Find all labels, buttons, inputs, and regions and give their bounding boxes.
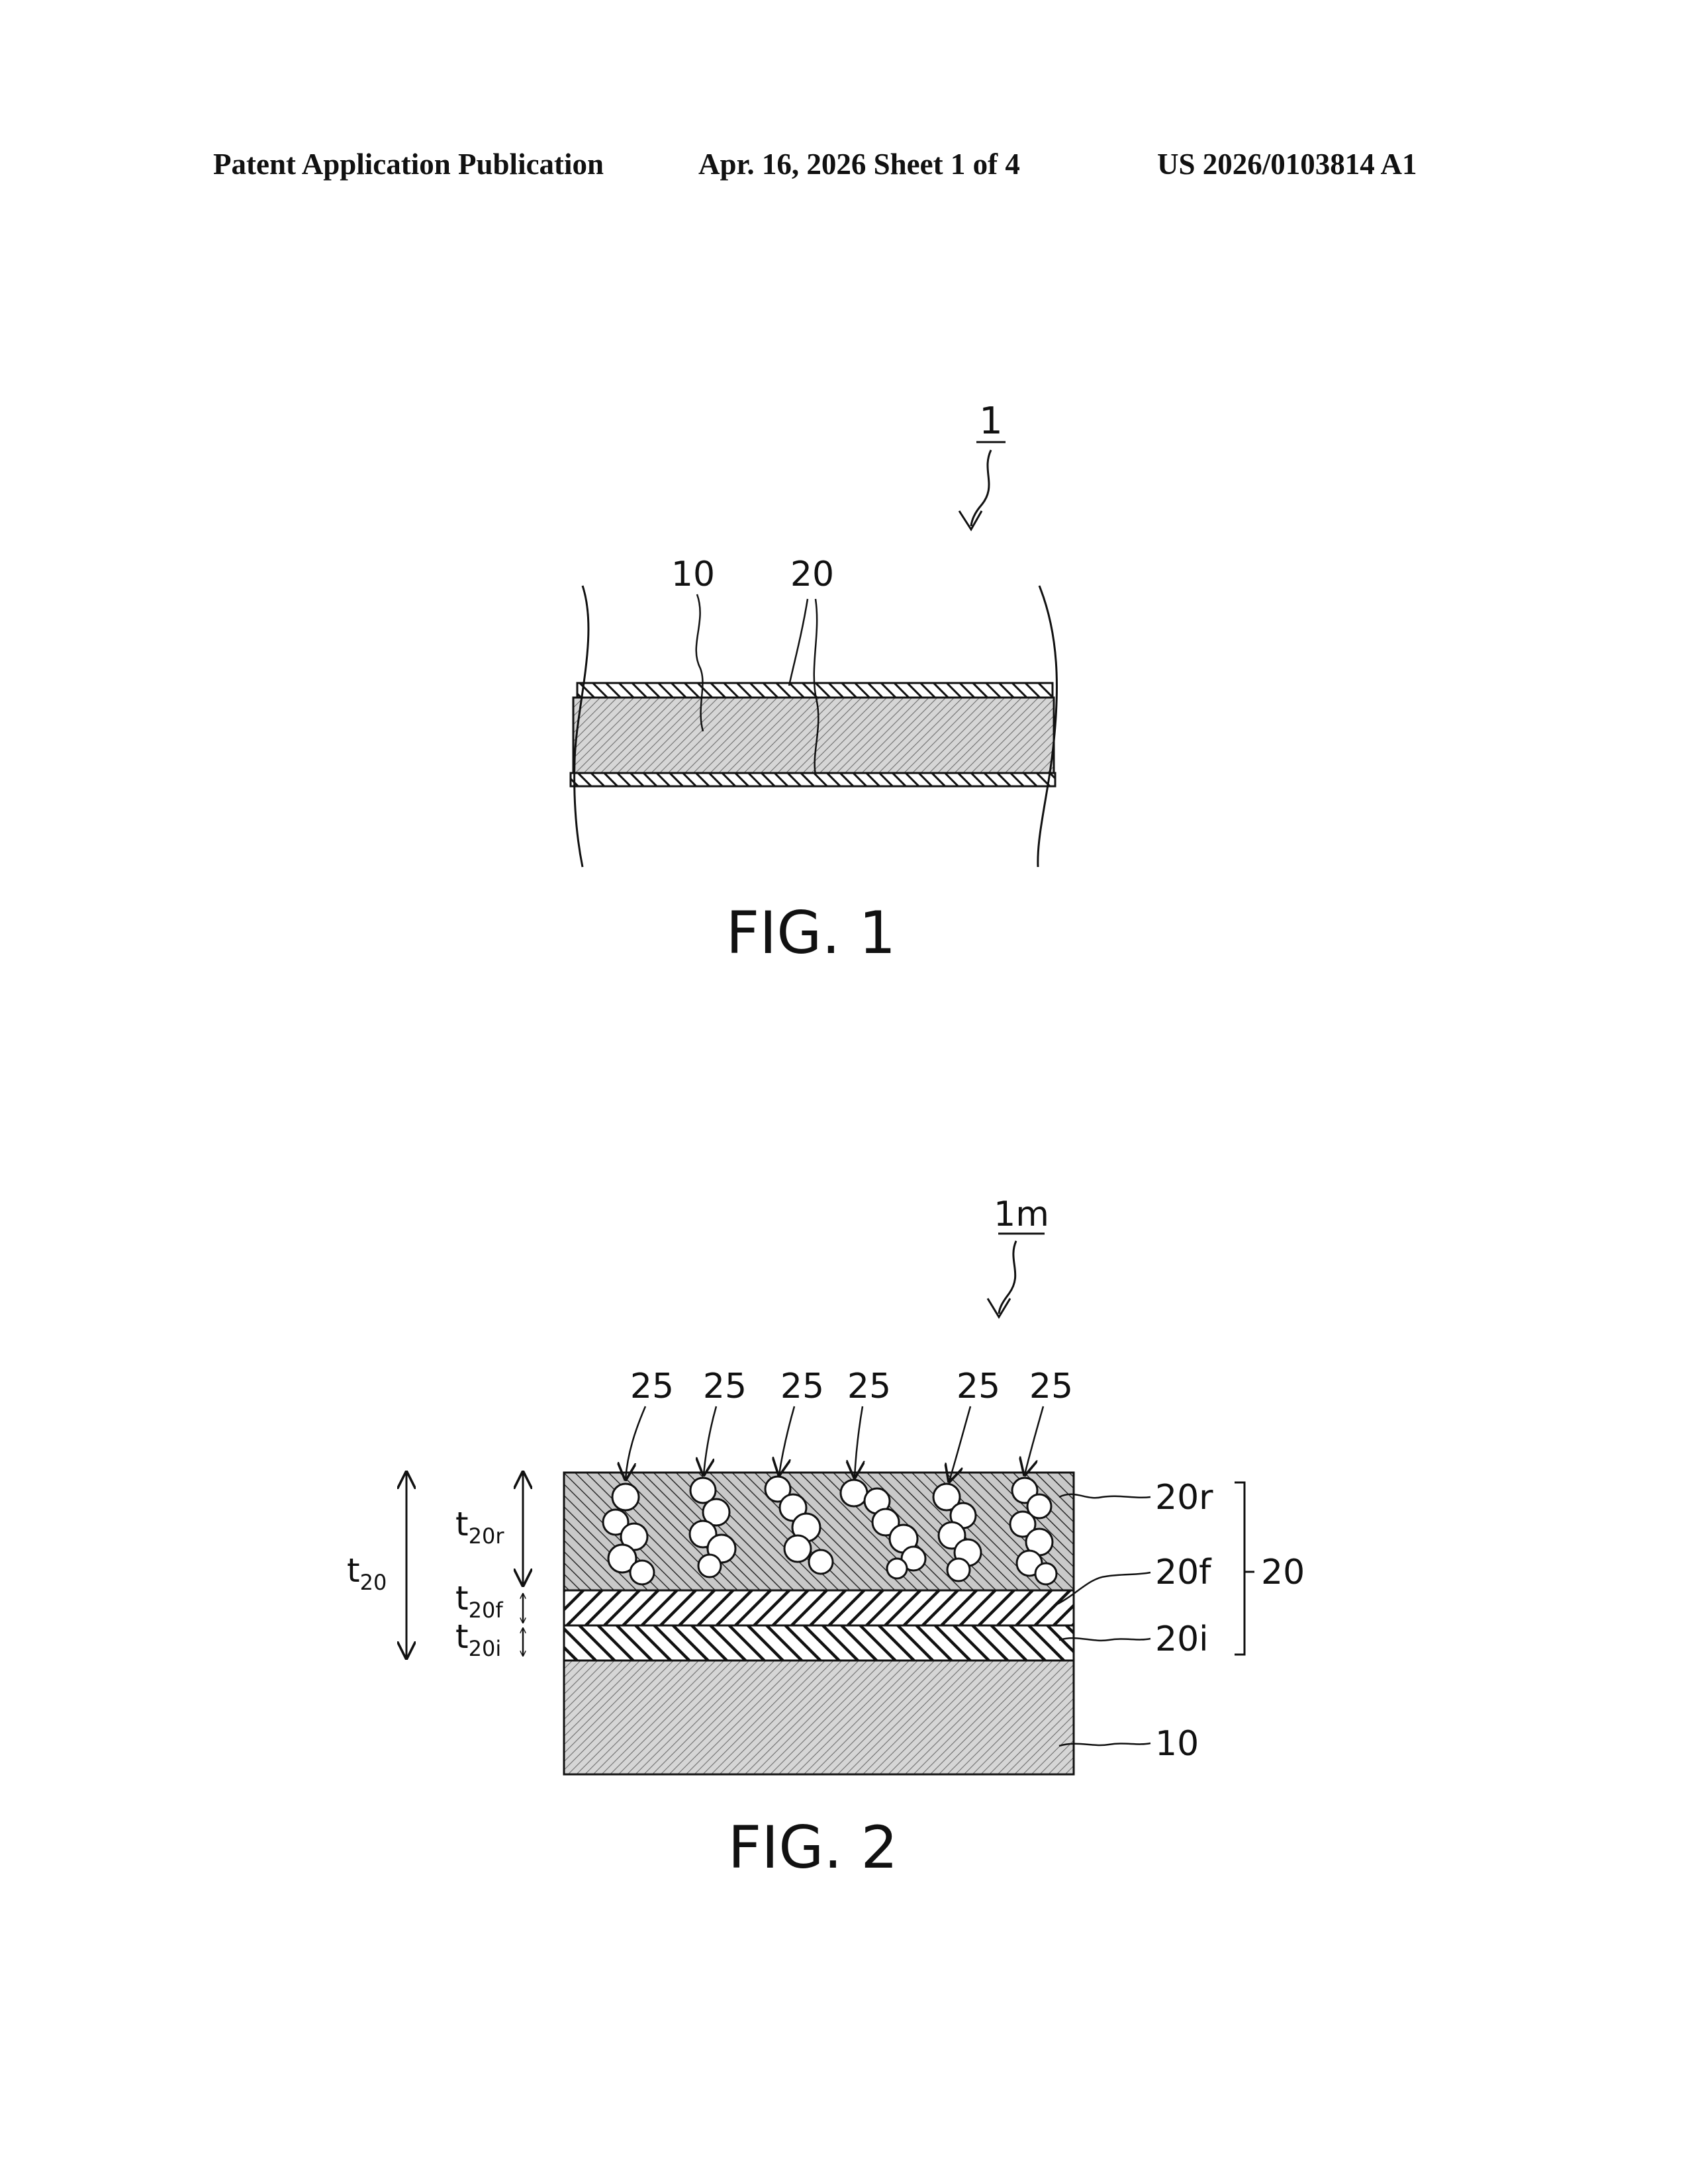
fig2-coating-ref: 20 <box>1261 1553 1305 1592</box>
pore-ref-6: 25 <box>1029 1367 1073 1406</box>
t20-label: t20 <box>347 1551 387 1595</box>
pore-ref-1: 25 <box>630 1367 674 1406</box>
fig2-caption: FIG. 2 <box>728 1813 898 1882</box>
fig1-substrate <box>573 698 1054 773</box>
fig2-substrate <box>564 1661 1074 1774</box>
fig2-device-ref: 1m <box>994 1195 1049 1234</box>
fig2-interface-ref: 20i <box>1155 1619 1209 1659</box>
fig1-device-ref: 1 <box>979 400 1003 443</box>
pore-ref-2: 25 <box>703 1367 747 1406</box>
pore-ref-5: 25 <box>957 1367 1000 1406</box>
fig2-coating-bracket <box>1235 1482 1244 1655</box>
t20f-label: t20f <box>455 1579 503 1623</box>
figure-2: 1m <box>347 1195 1305 1882</box>
t20i-label: t20i <box>455 1617 501 1661</box>
fig2-interface-layer <box>564 1625 1074 1661</box>
fig2-rough-ref: 20r <box>1155 1478 1213 1518</box>
fig1-coating-bottom <box>571 773 1055 786</box>
fig2-film-layer <box>564 1590 1074 1625</box>
fig1-coating-leader-top <box>789 599 808 686</box>
fig2-film-ref: 20f <box>1155 1553 1212 1592</box>
pore-ref-4: 25 <box>847 1367 891 1406</box>
fig1-device-arrowhead <box>959 511 982 529</box>
figure-1: 1 10 20 FIG. 1 <box>571 400 1057 967</box>
fig2-substrate-ref: 10 <box>1155 1724 1199 1764</box>
fig2-pore-labels: 25 25 25 25 25 25 <box>626 1367 1073 1481</box>
fig1-coating-ref: 20 <box>790 555 834 594</box>
pore-ref-3: 25 <box>780 1367 824 1406</box>
fig1-device-arrow <box>971 450 991 526</box>
fig2-device-arrowhead <box>988 1298 1010 1317</box>
fig1-substrate-ref: 10 <box>671 555 715 594</box>
fig1-caption: FIG. 1 <box>726 899 896 967</box>
t20r-label: t20r <box>455 1505 504 1549</box>
